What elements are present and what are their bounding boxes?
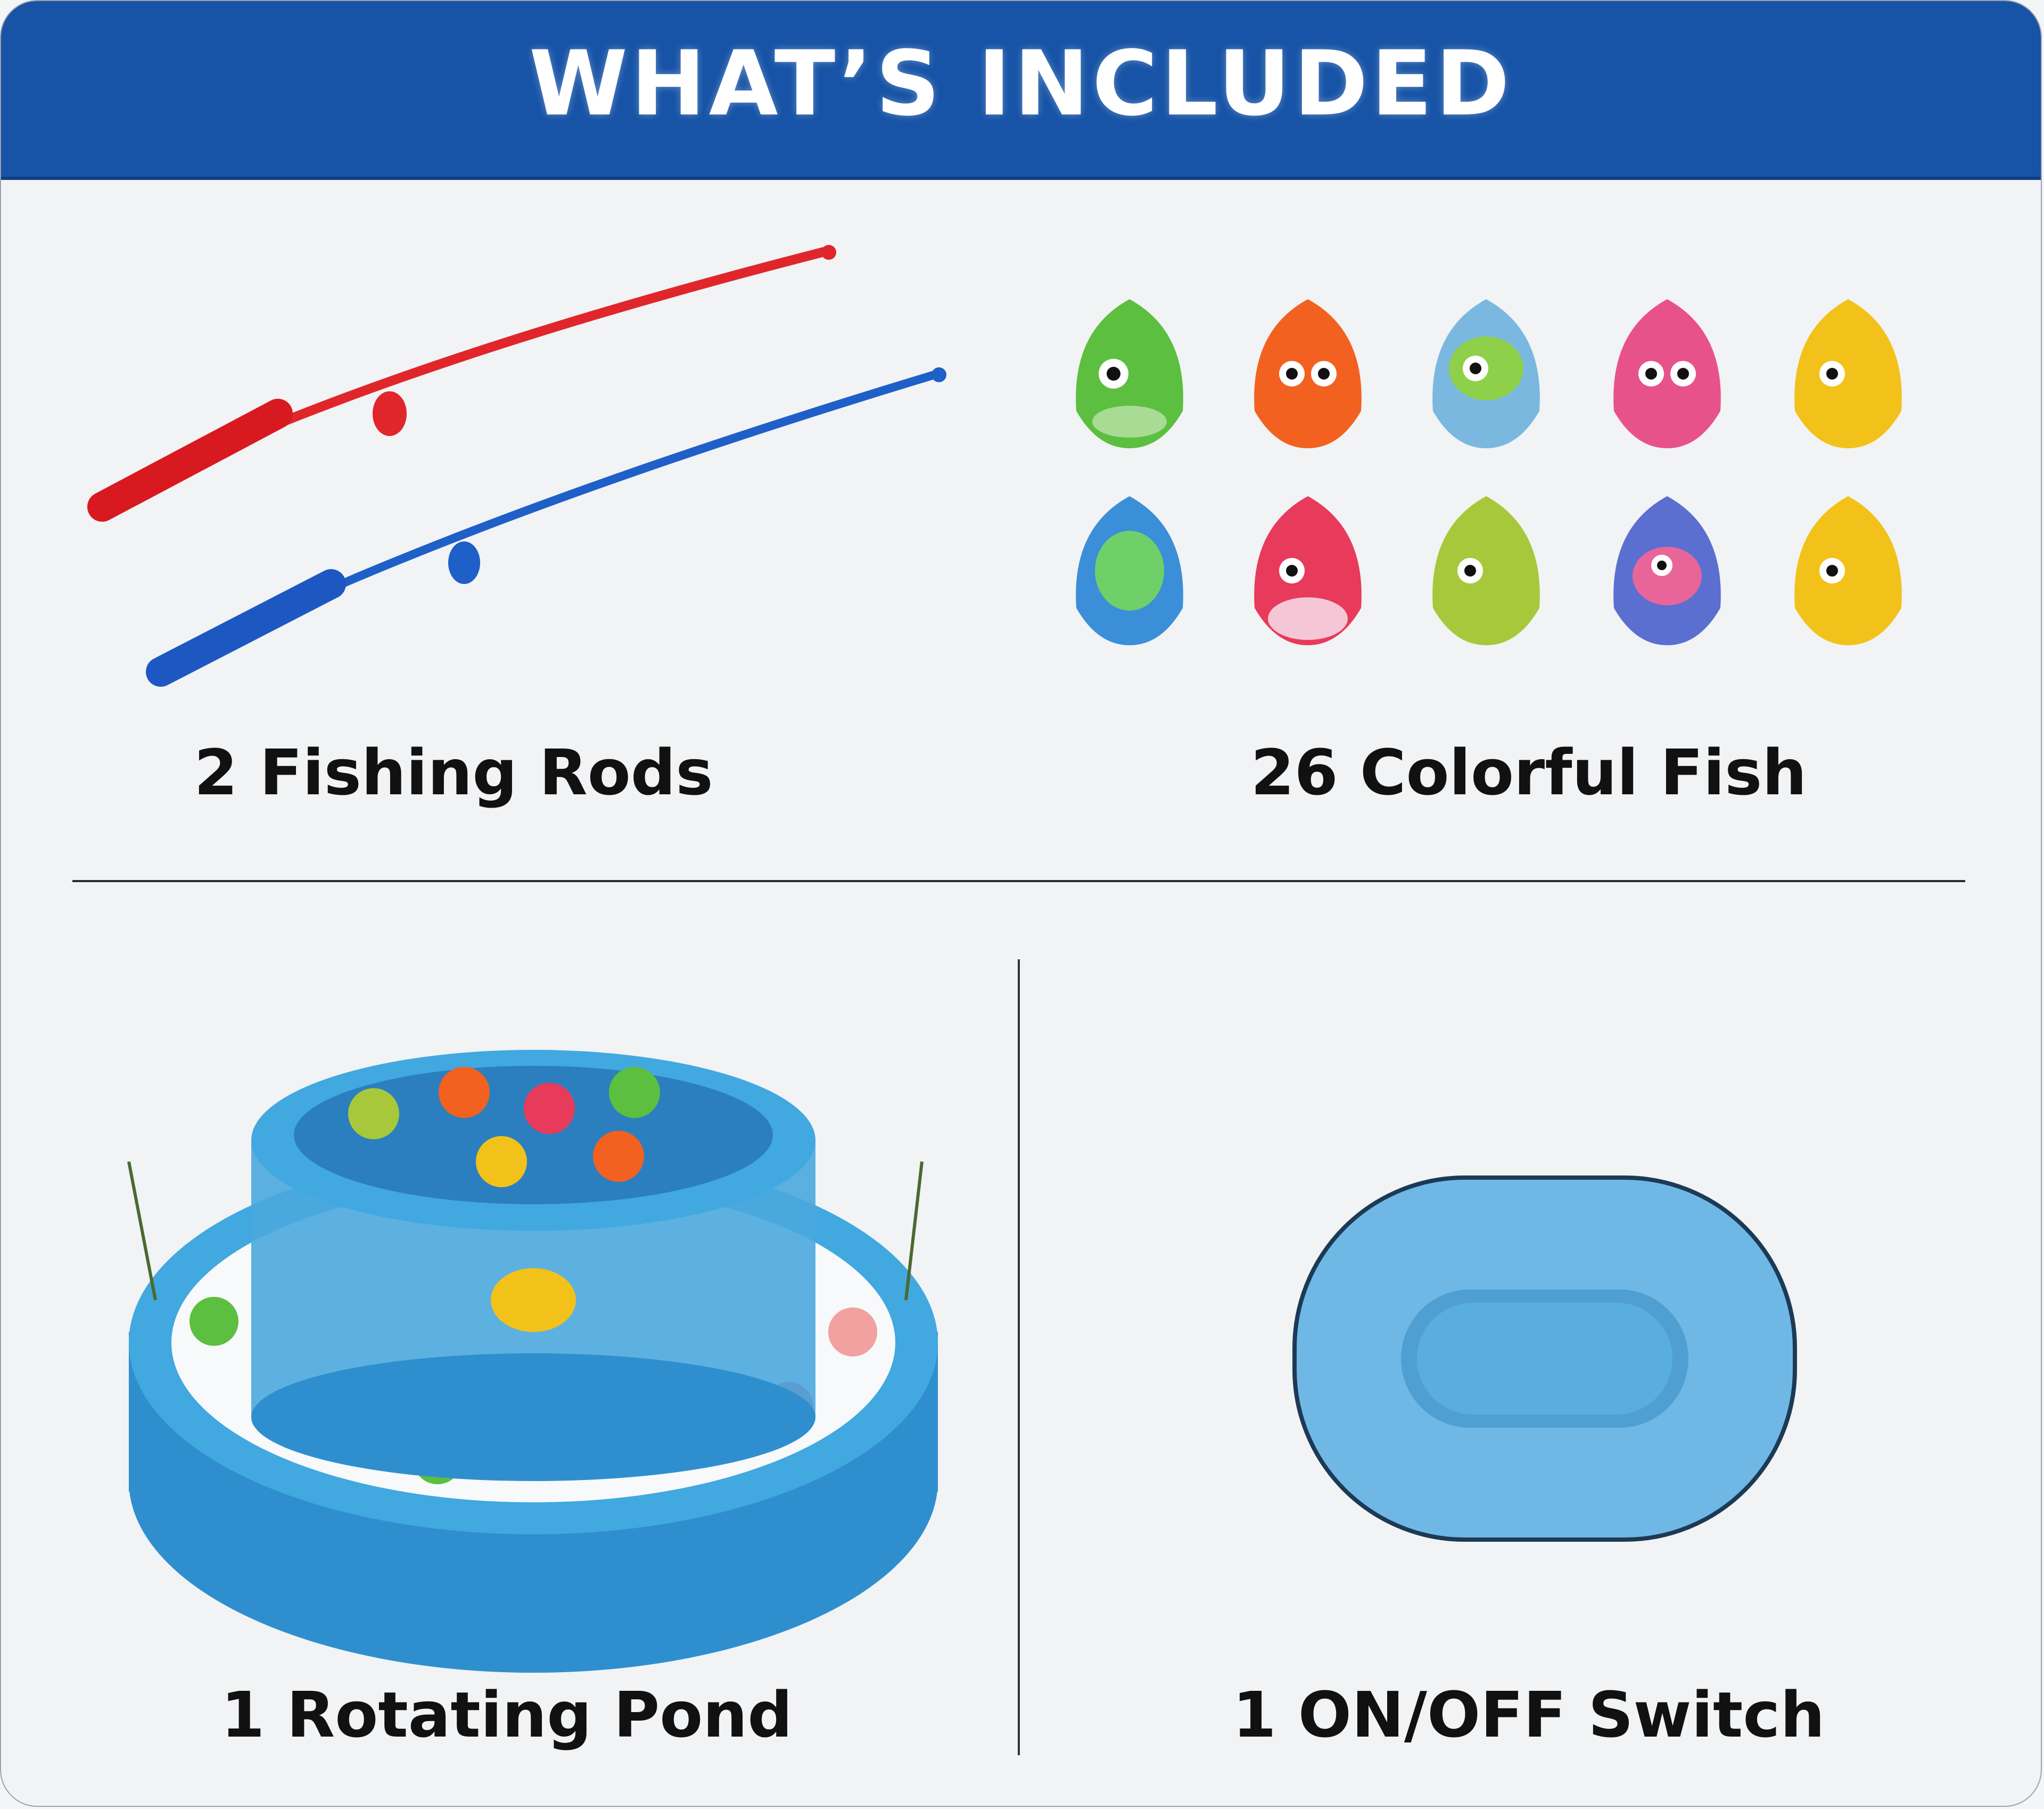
horizontal-divider (72, 880, 1965, 882)
item-label-fishing-rods: 2 Fishing Rods (194, 736, 713, 809)
vertical-divider (1018, 959, 1020, 1755)
item-label-rotating-pond: 1 Rotating Pond (221, 1678, 793, 1752)
page-title: WHAT’S INCLUDED (529, 31, 1513, 136)
item-label-colorful-fish: 26 Colorful Fish (1250, 736, 1807, 809)
toy-fish-icon (1076, 299, 1902, 645)
rotating-pond-icon (127, 1050, 938, 1673)
switch-icon (1292, 1175, 1797, 1542)
fishing-rods-icon (87, 245, 946, 687)
header-banner: WHAT’S INCLUDED (1, 1, 2041, 180)
item-label-on-off-switch: 1 ON/OFF Switch (1232, 1678, 1825, 1752)
